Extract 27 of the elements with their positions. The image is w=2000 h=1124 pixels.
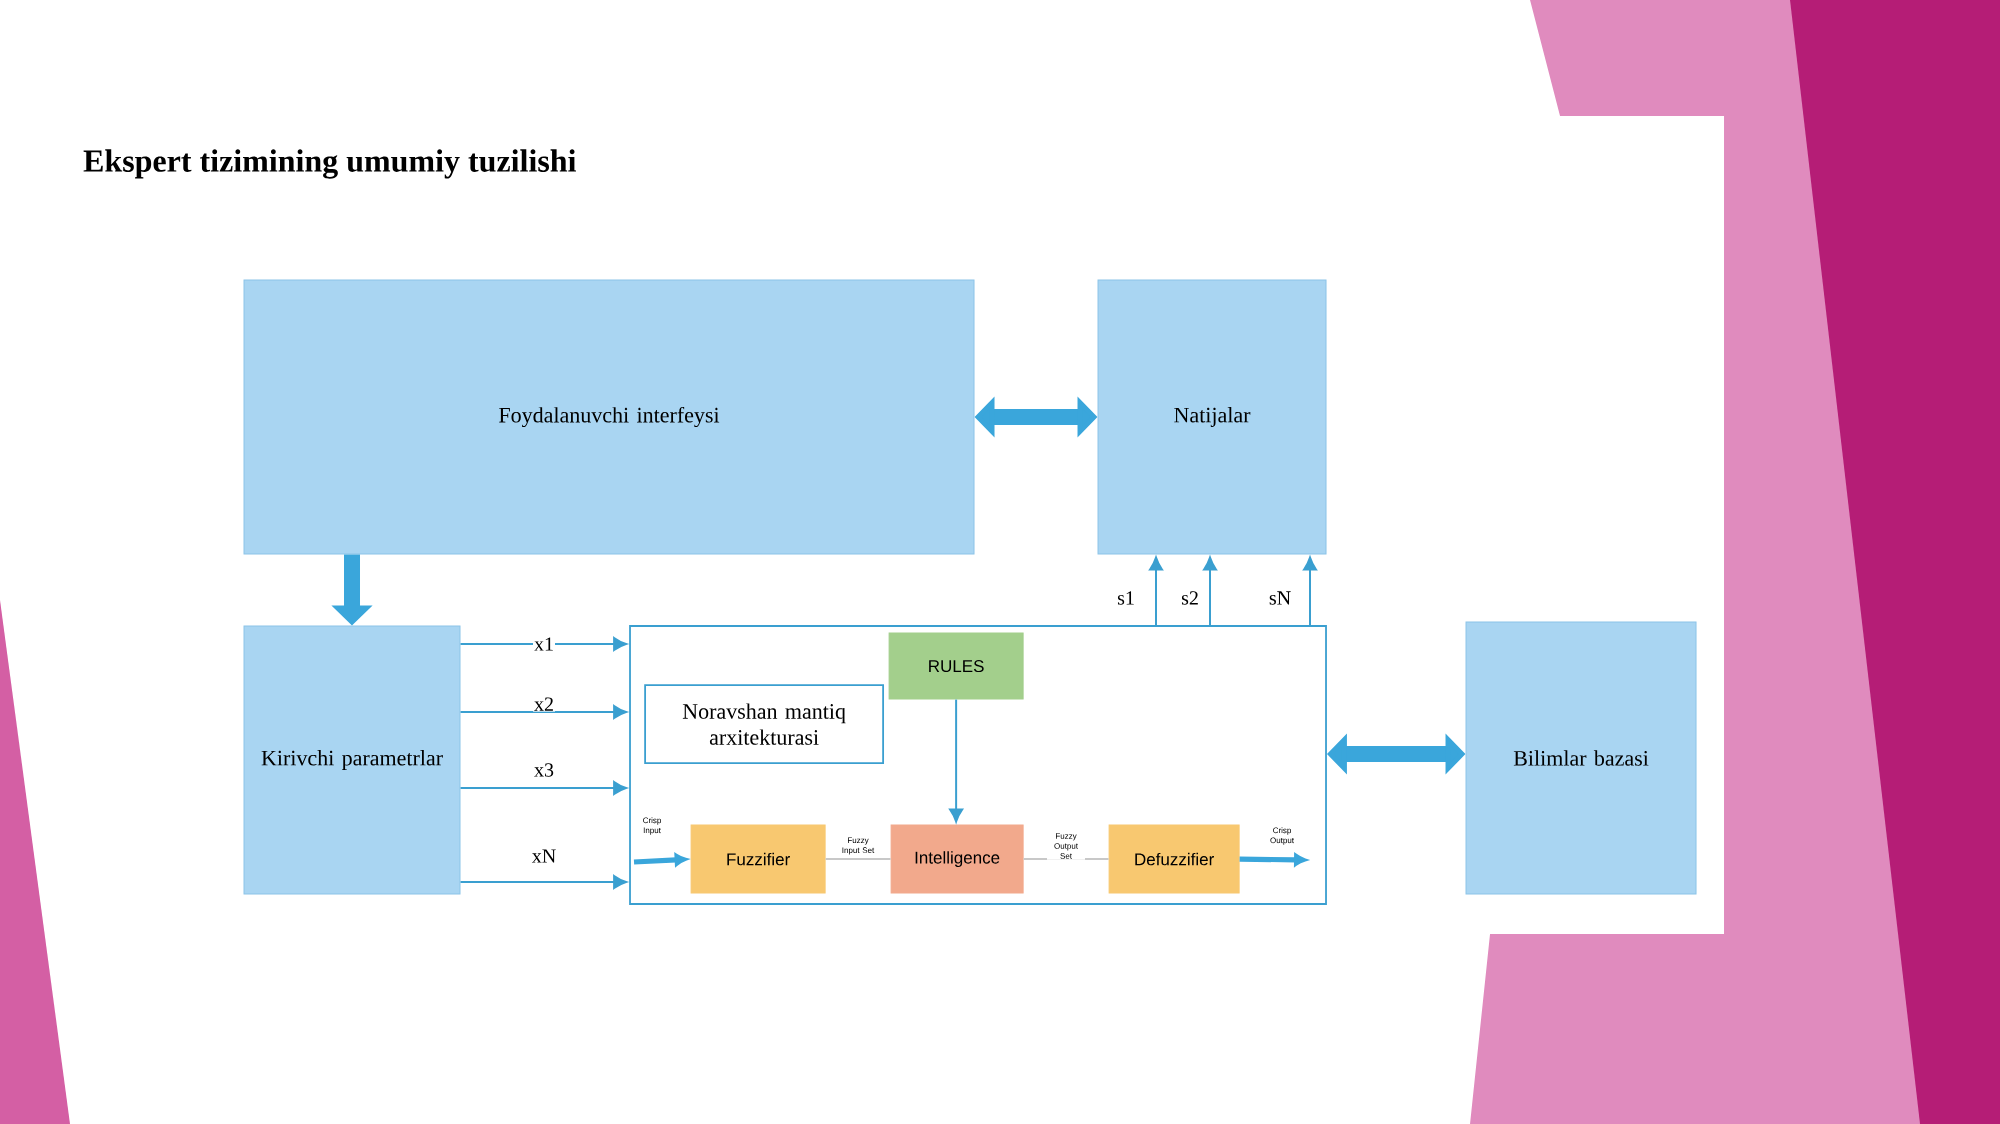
arrow — [633, 853, 688, 867]
edge-label: s1 — [1116, 590, 1136, 606]
knowledge-box: Bilimlar bazasi — [1465, 621, 1697, 895]
rules-box: RULES — [888, 632, 1024, 700]
arrow — [949, 698, 964, 823]
caption-box: Noravshan mantiq arxitekturasi — [644, 684, 884, 764]
arrow — [1303, 556, 1317, 627]
edge-label: x3 — [533, 762, 555, 778]
fuzzifier-box: Fuzzifier — [690, 824, 826, 894]
arrow — [459, 781, 627, 795]
arrow — [1203, 556, 1217, 627]
arrow — [459, 875, 627, 889]
edge-label: xN — [530, 848, 558, 864]
interface-box: Foydalanuvchi interfeysi — [243, 279, 975, 555]
defuzzifier-box: Defuzzifier — [1108, 824, 1240, 894]
arrow — [459, 637, 627, 651]
results-box: Natijalar — [1097, 279, 1327, 555]
title: Ekspert tizimining umumiy tuzilishi — [83, 149, 576, 179]
edge-label: x2 — [533, 696, 555, 712]
intelligence-box: Intelligence — [890, 824, 1024, 894]
edge-label: x1 — [533, 636, 555, 652]
input-box: Kirivchi parametrlar — [243, 625, 461, 895]
arrow — [459, 705, 627, 719]
edge-label: sN — [1267, 590, 1293, 606]
edge-label: s2 — [1180, 590, 1200, 606]
arrow — [1149, 556, 1163, 627]
arrow — [1239, 853, 1307, 867]
